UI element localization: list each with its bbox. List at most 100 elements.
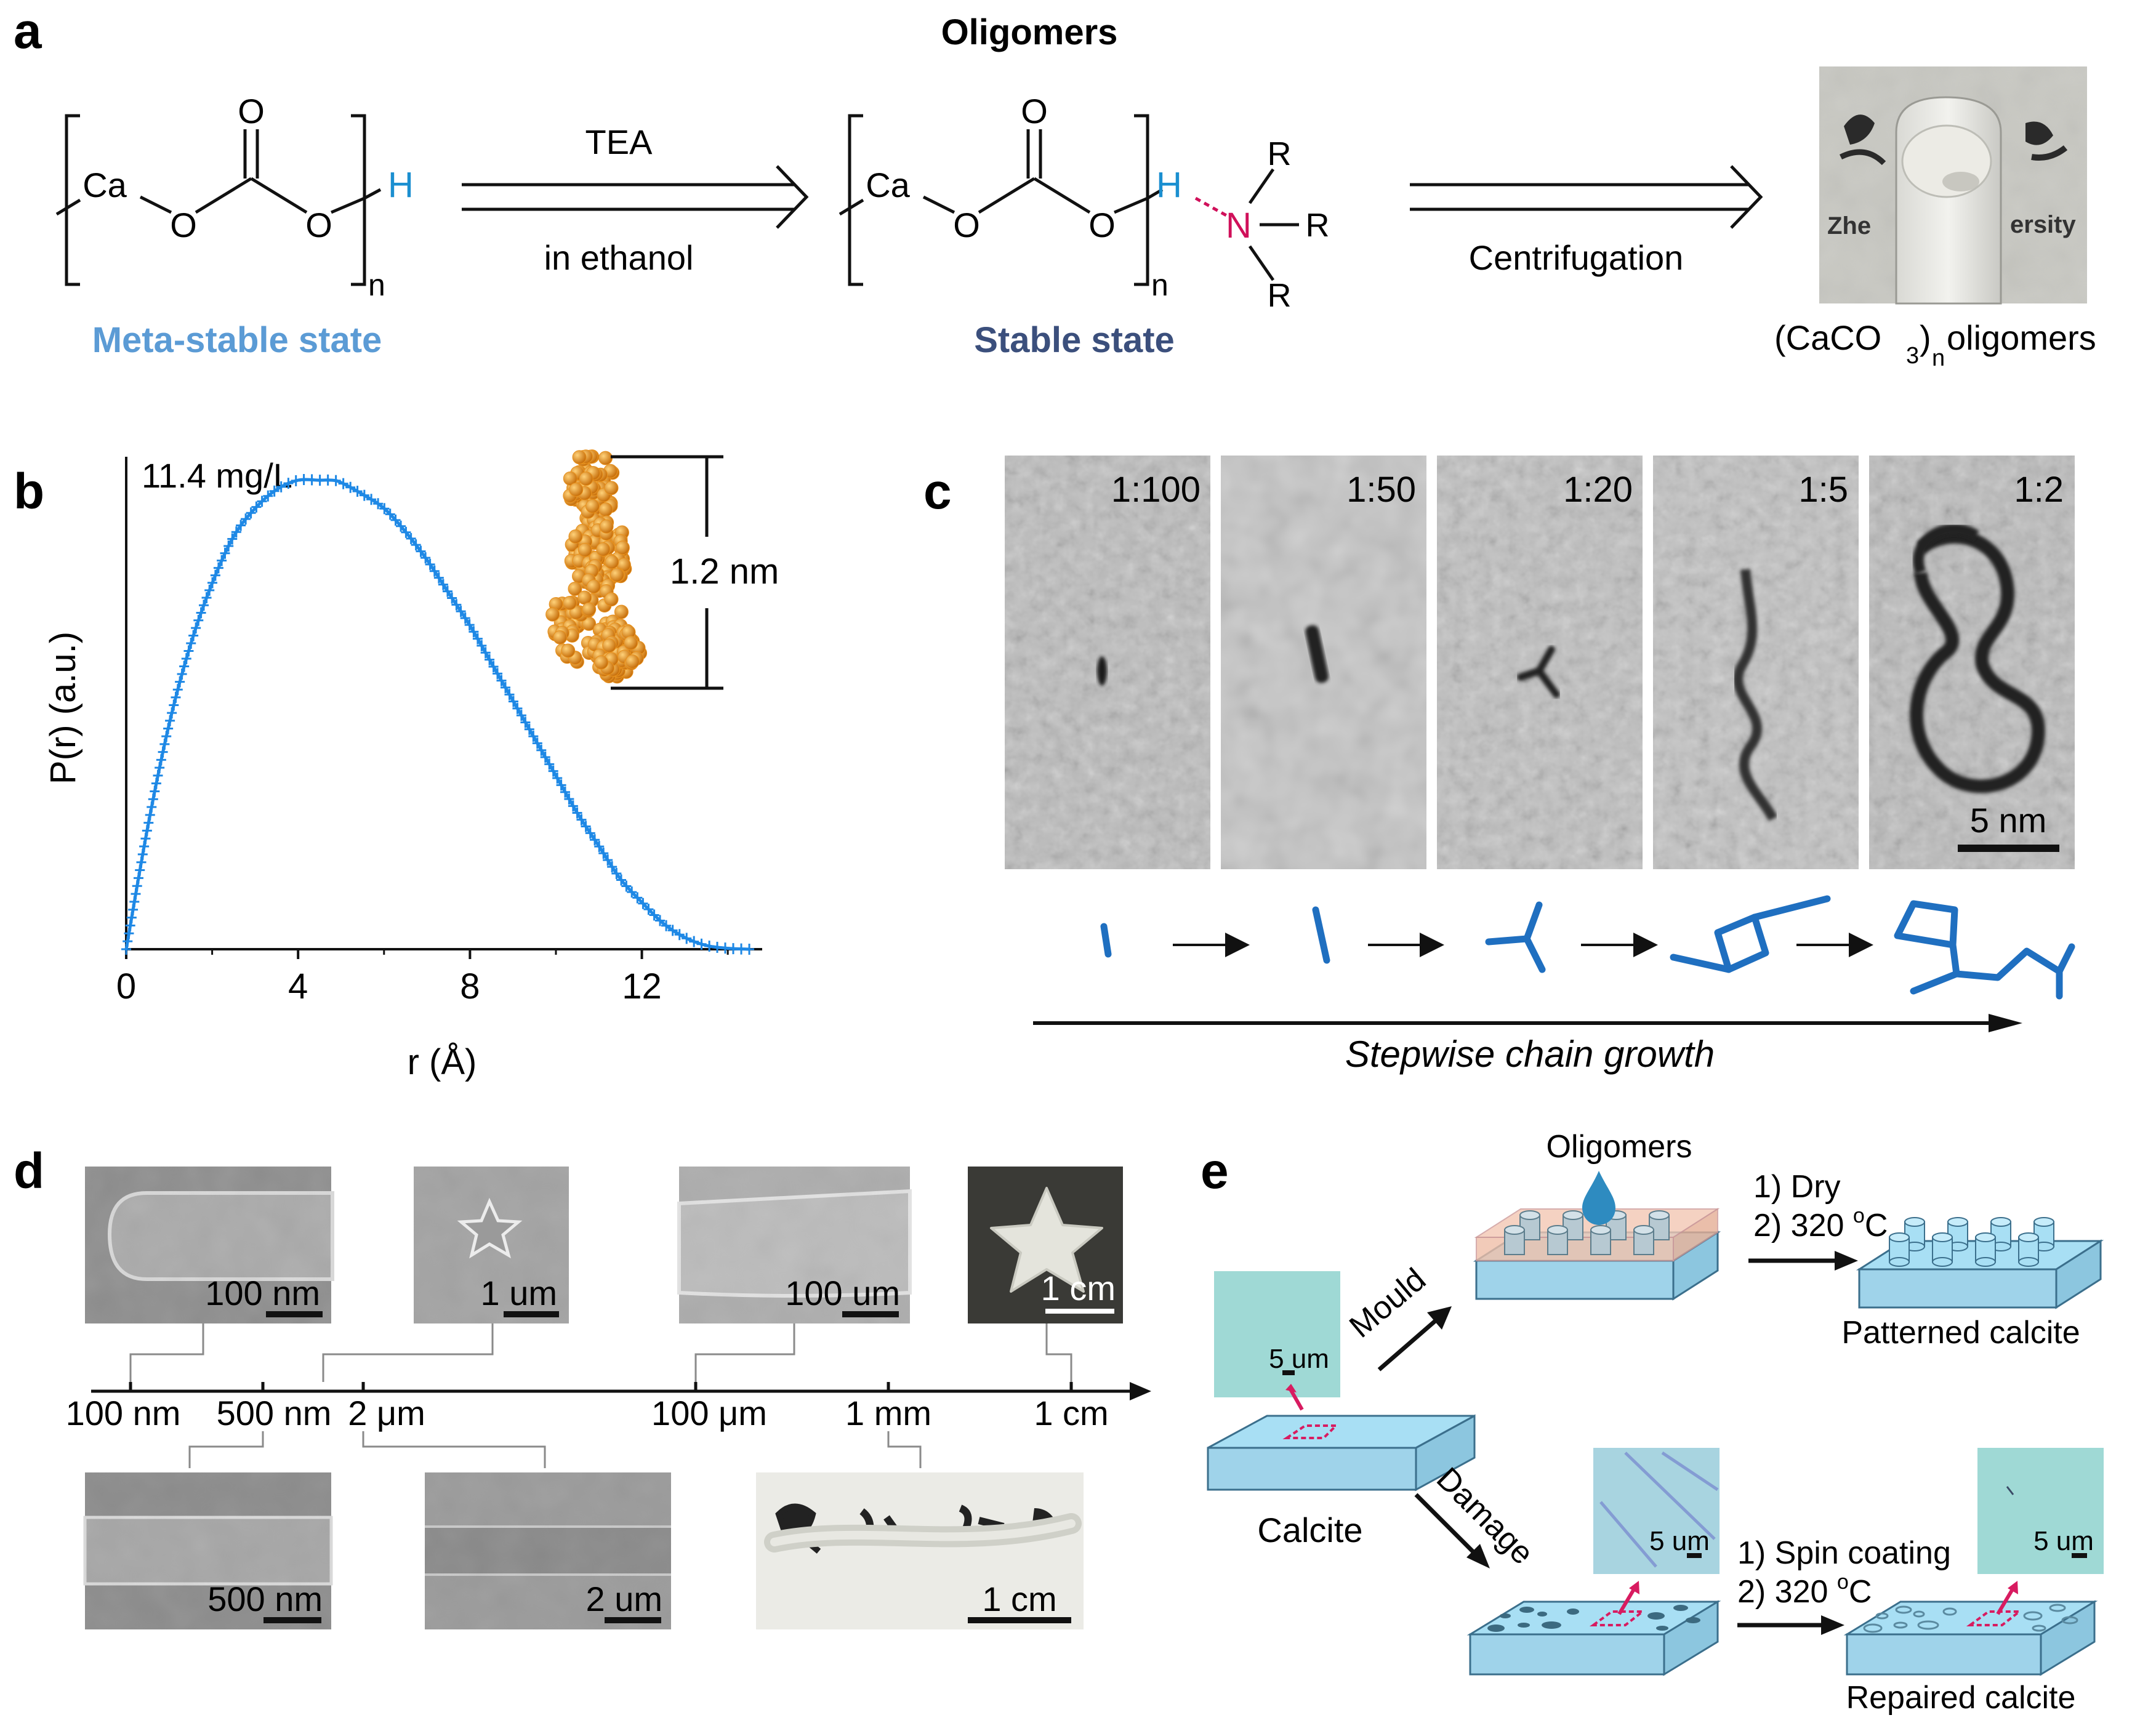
repair-spot xyxy=(2023,1611,2043,1621)
particle-atom xyxy=(624,635,638,650)
tea-arrow xyxy=(462,165,809,229)
pillar-base xyxy=(1889,1257,1910,1267)
stable-h: H xyxy=(1156,165,1182,205)
step-dry: 1) Dry xyxy=(1753,1169,1841,1205)
repair-spot xyxy=(1875,1612,1889,1620)
repair-spot xyxy=(1893,1621,1908,1629)
damage-spot xyxy=(1567,1609,1579,1615)
repair-spot xyxy=(2032,1625,2046,1632)
sem-top-1-scale: 100 nm xyxy=(205,1274,320,1312)
step-heat-1-unit: C xyxy=(1865,1208,1888,1243)
repair-spot xyxy=(1895,1605,1912,1614)
panel-a-title: Oligomers xyxy=(941,12,1118,52)
damage-spots xyxy=(1487,1605,1700,1632)
x-tick-label: 12 xyxy=(622,966,662,1006)
pillars xyxy=(1889,1217,2054,1267)
mould-hole-top xyxy=(1563,1210,1583,1220)
mould-arrow-head xyxy=(1427,1306,1452,1330)
damage-arrow-head xyxy=(1466,1544,1490,1568)
repaired-calcite: 5 um Repaired calcite xyxy=(1843,1448,2104,1716)
meta-ca: Ca xyxy=(82,166,127,204)
sem-bottom-1: 500 nm xyxy=(83,1472,333,1629)
repair-arrow-head xyxy=(1821,1615,1844,1635)
particle-atom xyxy=(569,482,584,497)
mould-hole-top xyxy=(1547,1225,1568,1235)
x-tick-label: 0 xyxy=(116,966,136,1006)
repair-spot xyxy=(1913,1610,1925,1618)
panel-e-letter: e xyxy=(1201,1143,1229,1199)
damaged-micrograph xyxy=(1593,1448,1720,1574)
repair-spot xyxy=(1863,1623,1883,1633)
mould-hole-top xyxy=(1519,1210,1540,1220)
panel-c: c 1:100 1:50 xyxy=(923,456,2075,1075)
particle-atom xyxy=(594,655,609,670)
damage-spot xyxy=(1518,1623,1530,1628)
ratio-label-2: 1:50 xyxy=(1346,470,1416,510)
pillar-top xyxy=(2018,1232,2039,1242)
damage-spot xyxy=(1487,1625,1505,1632)
tea-label: TEA xyxy=(585,122,653,161)
vial-text-left: Zhe xyxy=(1827,212,1871,239)
tick-100nm: 100 nm xyxy=(66,1394,181,1432)
step-heat-1: 2) 320 oC xyxy=(1753,1204,1888,1243)
x-axis-label: r (Å) xyxy=(408,1042,477,1082)
pillar-top xyxy=(2033,1217,2054,1227)
step-heat-1-deg: o xyxy=(1853,1204,1865,1227)
particle-atom xyxy=(598,451,613,465)
growth-label: Stepwise chain growth xyxy=(1345,1034,1715,1075)
growth-arrow-head xyxy=(1989,1014,2022,1032)
tem-image-5: 1:2 5 nm xyxy=(1869,456,2075,869)
ratio-label-1: 1:100 xyxy=(1111,470,1201,510)
damage-label: Damage xyxy=(1430,1461,1540,1572)
tem-image-2: 1:50 xyxy=(1221,456,1426,869)
chain-growth-schematic xyxy=(1100,895,2075,1000)
panel-d: d 100 nm 1 um 100 um 1 cm xyxy=(14,1143,1151,1629)
photo-wire: 1 cm xyxy=(756,1472,1084,1629)
particle-atom xyxy=(562,596,577,611)
stable-o-right: O xyxy=(1088,206,1116,244)
vial-text-right: ersity xyxy=(2010,211,2076,238)
sem-top-2: 1 um xyxy=(414,1167,569,1323)
particle-atom xyxy=(602,638,617,653)
sem-top-1: 100 nm xyxy=(85,1167,334,1323)
photo-wire-scale: 1 cm xyxy=(982,1580,1056,1618)
particle-atom xyxy=(563,471,577,486)
tem-image-4: 1:5 xyxy=(1653,456,1859,869)
stable-ca: Ca xyxy=(866,166,910,204)
solvent-label: in ethanol xyxy=(544,238,694,277)
step-heat-2-text: 2) 320 xyxy=(1737,1574,1837,1610)
particle-atom xyxy=(604,481,619,496)
sem-top-3-scale: 100 um xyxy=(785,1274,900,1312)
centrifugation-arrow xyxy=(1410,165,1763,229)
droplet xyxy=(1582,1171,1615,1225)
pillar-base xyxy=(2018,1257,2039,1267)
pillar-top xyxy=(1932,1232,1953,1242)
product-sub3: 3 xyxy=(1906,343,1919,369)
particle-atom xyxy=(596,542,611,556)
damaged-calcite: 5 um xyxy=(1466,1448,1721,1676)
repair-spot xyxy=(2061,1616,2078,1625)
stable-n-subscript: n xyxy=(1151,268,1169,302)
particle-atom xyxy=(605,555,619,569)
repair-spot xyxy=(1917,1620,1939,1630)
tick-2um: 2 μm xyxy=(348,1394,425,1432)
ratio-label-3: 1:20 xyxy=(1563,470,1633,510)
particle-atom xyxy=(572,450,587,465)
stable-o-left: O xyxy=(953,206,980,244)
particle-atom xyxy=(598,502,613,517)
particle-atom xyxy=(586,579,601,594)
particle-atom xyxy=(561,643,576,658)
particle-atom xyxy=(614,604,629,619)
tick-1mm: 1 mm xyxy=(845,1394,931,1432)
pillar-top xyxy=(1975,1232,1996,1242)
damage-spot xyxy=(1542,1621,1561,1629)
sem-bottom-1-scale: 500 nm xyxy=(207,1580,323,1618)
size-label: 1.2 nm xyxy=(670,552,779,592)
length-axis-head xyxy=(1130,1382,1151,1400)
calcite-micrograph xyxy=(1214,1271,1340,1397)
sem-bottom-2: 2 um xyxy=(425,1472,671,1629)
ratio-label-5: 1:2 xyxy=(2014,470,2064,510)
